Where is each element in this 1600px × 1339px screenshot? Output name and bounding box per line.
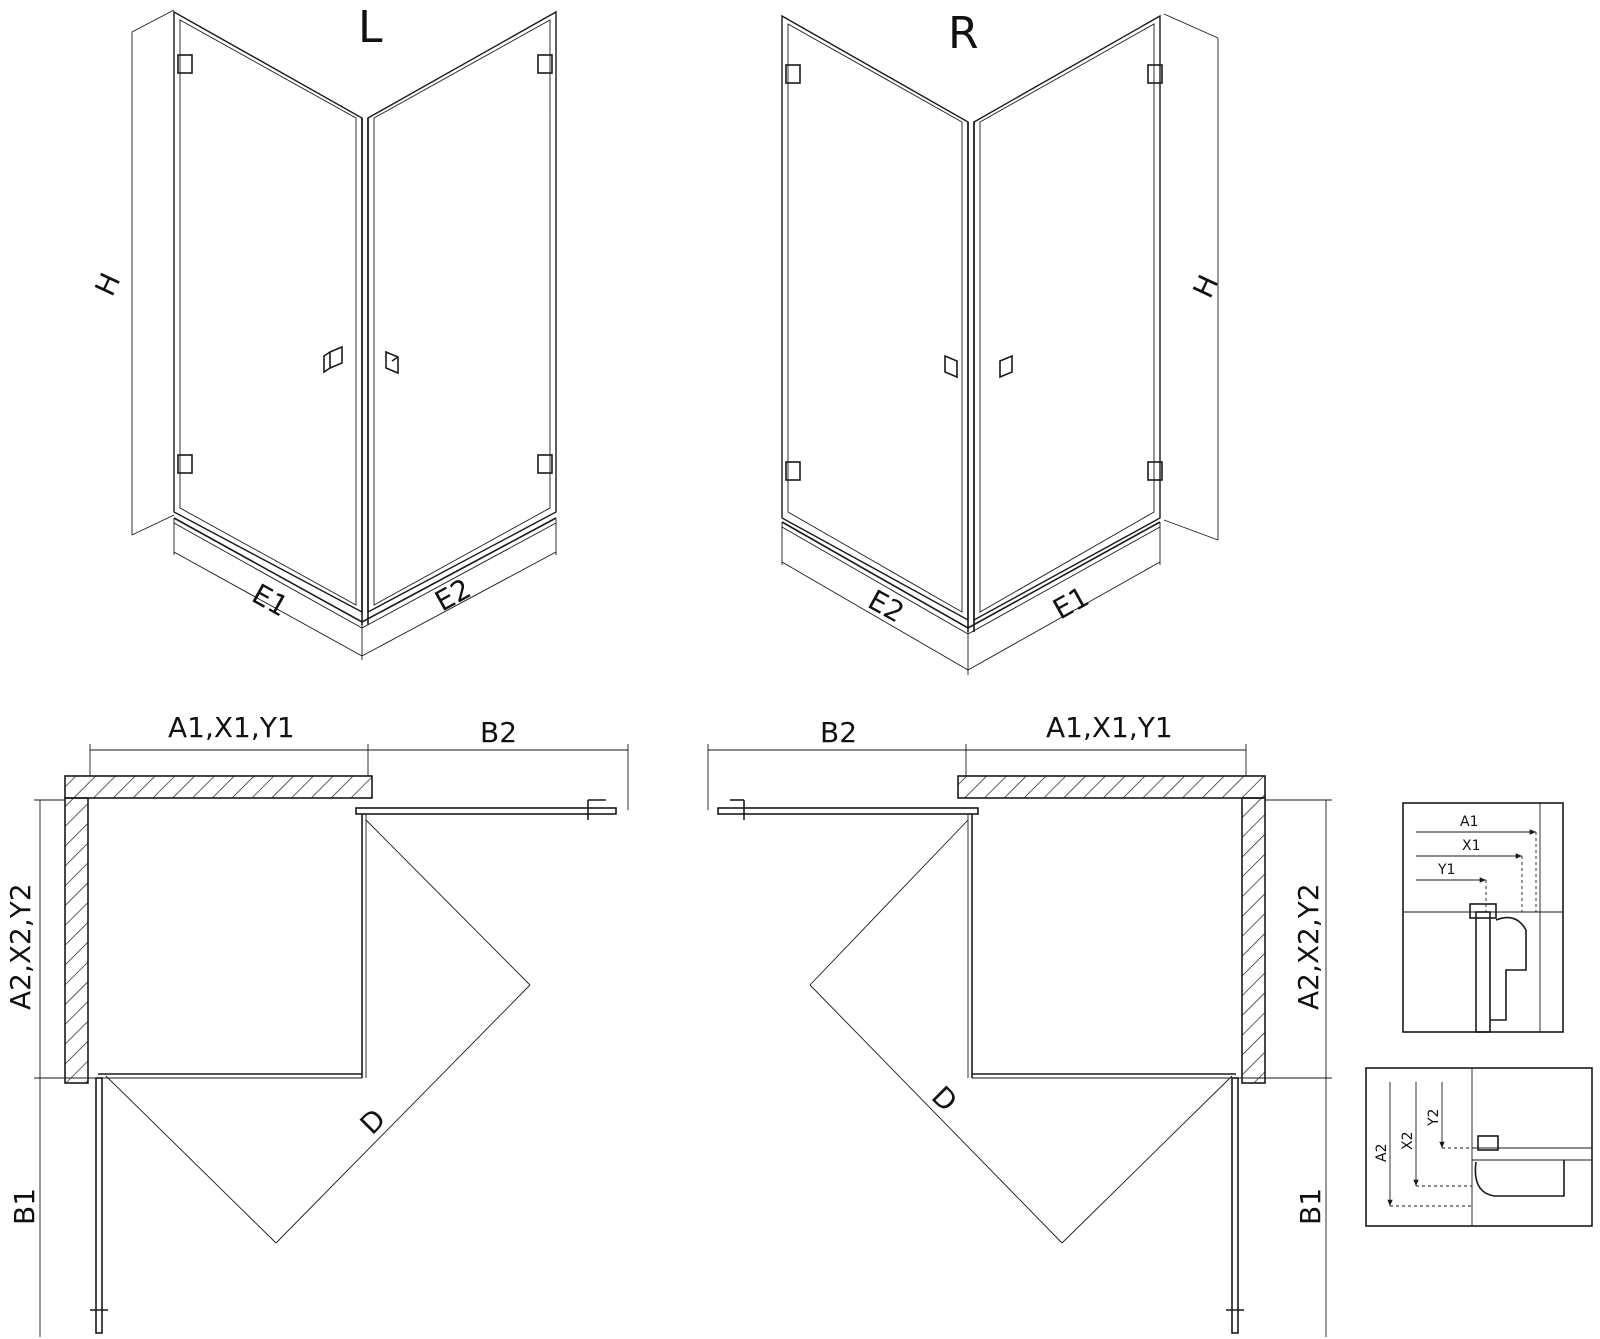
variant-title-right: R bbox=[948, 8, 979, 59]
detail-bottom-profile: A2 X2 Y2 bbox=[1365, 1067, 1593, 1227]
isometric-view-left: L H E1 E2 bbox=[88, 2, 557, 660]
plan-left-diagonal-label: D bbox=[354, 1102, 393, 1141]
plan-left-top-label: A1,X1,Y1 bbox=[168, 711, 295, 744]
plan-left-side-label: A2,X2,Y2 bbox=[4, 883, 37, 1010]
plan-right-top-label: A1,X1,Y1 bbox=[1046, 711, 1173, 744]
plan-right-b2-label: B2 bbox=[820, 716, 857, 749]
plan-view-left: A1,X1,Y1 B2 D A2,X2,Y2 B1 bbox=[4, 711, 629, 1337]
plan-right-side-label: A2,X2,Y2 bbox=[1292, 883, 1325, 1010]
plan-left-b2-label: B2 bbox=[480, 716, 517, 749]
detail-bottom-label-a2: A2 bbox=[1374, 1144, 1390, 1162]
variant-title-left: L bbox=[358, 2, 383, 53]
isometric-view-right: R H E2 E1 bbox=[781, 8, 1225, 675]
height-label-left: H bbox=[88, 268, 127, 301]
detail-bottom-label-y2: Y2 bbox=[1426, 1109, 1442, 1127]
detail-bottom-label-x2: X2 bbox=[1400, 1132, 1416, 1151]
width-e1-label-right: E1 bbox=[1047, 580, 1094, 626]
width-e1-label-left: E1 bbox=[247, 577, 294, 623]
width-e2-label-left: E2 bbox=[429, 572, 476, 618]
height-label-right: H bbox=[1186, 270, 1225, 303]
detail-top-profile: A1 X1 Y1 bbox=[1402, 802, 1564, 1033]
plan-view-right: B2 A1,X1,Y1 D A2,X2,Y2 B1 bbox=[707, 711, 1332, 1337]
detail-top-label-y1: Y1 bbox=[1437, 862, 1455, 878]
plan-right-diagonal-label: D bbox=[925, 1080, 964, 1119]
detail-top-label-x1: X1 bbox=[1462, 838, 1481, 854]
detail-top-label-a1: A1 bbox=[1460, 814, 1478, 830]
plan-left-b1-label: B1 bbox=[8, 1188, 41, 1225]
plan-right-b1-label: B1 bbox=[1294, 1188, 1327, 1225]
